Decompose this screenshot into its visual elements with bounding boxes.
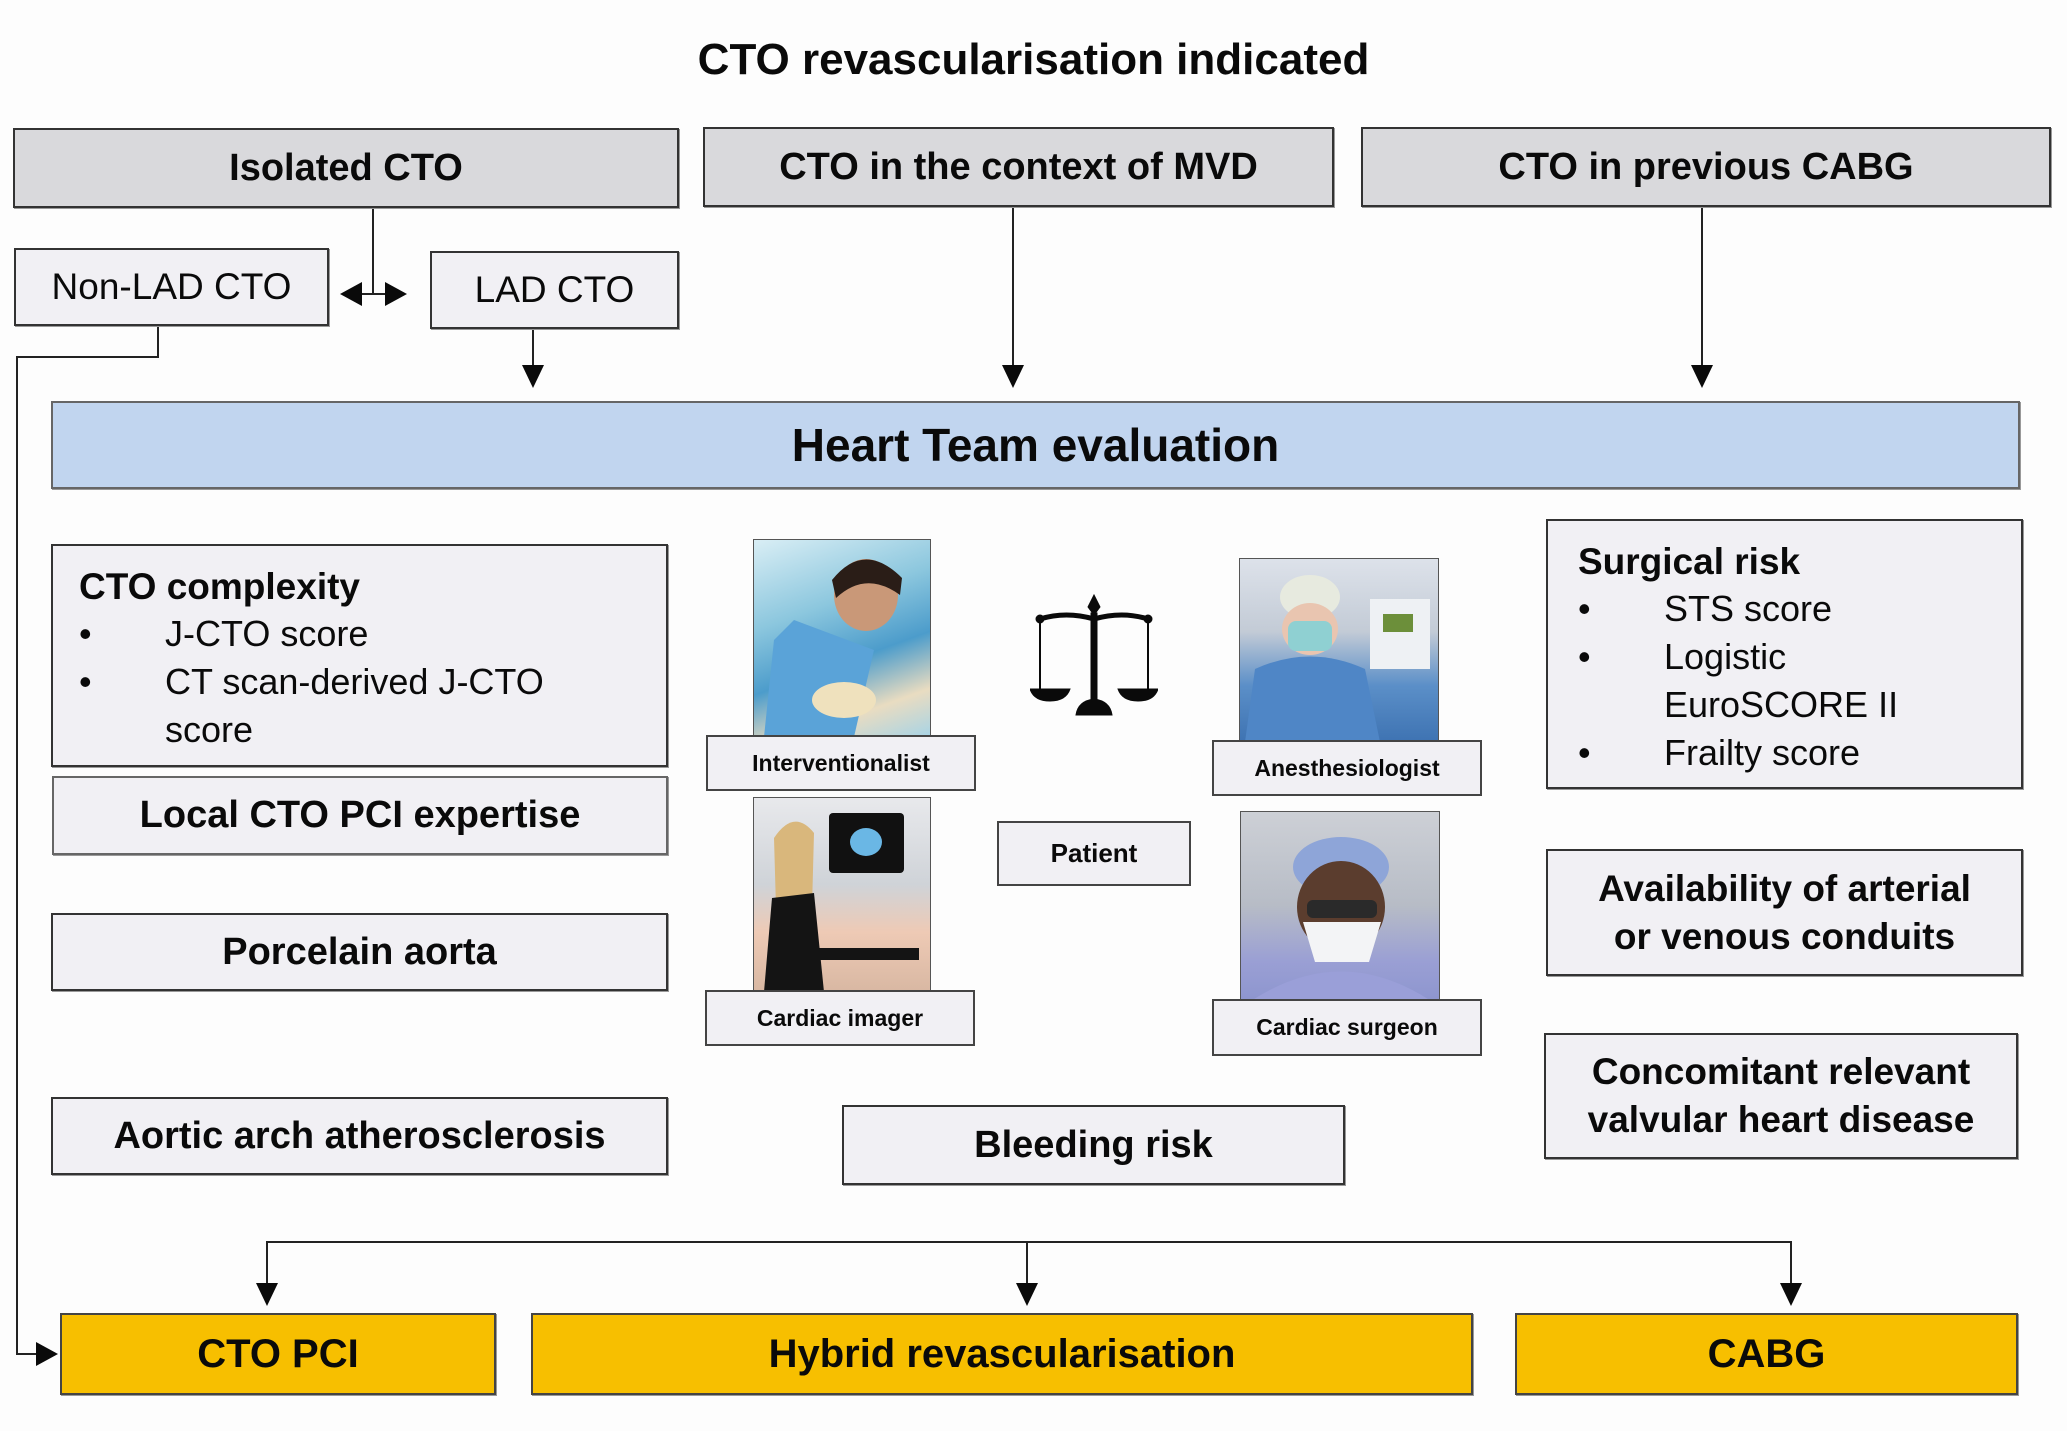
- outcome-hybrid-revascularisation: Hybrid revascularisation: [531, 1313, 1473, 1395]
- valvular-disease-box: Concomitant relevant valvular heart dise…: [1544, 1033, 2018, 1159]
- interventionalist-label: Interventionalist: [706, 735, 976, 791]
- non-lad-cto-box: Non-LAD CTO: [14, 248, 329, 326]
- cto-complexity-heading: CTO complexity: [79, 566, 361, 607]
- list-item: • Frailty score: [1578, 729, 2021, 777]
- cto-pci-side-arrow-head: [36, 1342, 58, 1366]
- conduits-line: Availability of arterial: [1598, 867, 1971, 909]
- list-item-continuation: EuroSCORE II: [1664, 684, 1899, 725]
- scenario-cto-previous-cabg: CTO in previous CABG: [1361, 127, 2051, 207]
- heart-team-label: Heart Team evaluation: [791, 419, 1280, 471]
- aortic-arch-box: Aortic arch atherosclerosis: [51, 1097, 668, 1175]
- list-item: • Logistic: [1578, 633, 2021, 681]
- lad-arrow-head: [522, 365, 544, 388]
- list-item-continuation: score: [165, 709, 254, 750]
- bullet-icon: •: [1578, 588, 1591, 629]
- list-item: • J-CTO score: [79, 610, 666, 658]
- interventionalist-figure: [764, 559, 902, 735]
- scenario-label: CTO in the context of MVD: [779, 145, 1258, 188]
- cto-complexity-box: CTO complexity • J-CTO score • CT scan-d…: [51, 544, 668, 767]
- scenario-isolated-cto: Isolated CTO: [13, 128, 679, 208]
- lad-cto-box: LAD CTO: [430, 251, 679, 329]
- non-lad-connector: [16, 325, 159, 1355]
- valvular-line: Concomitant relevant: [1591, 1051, 1971, 1092]
- bleeding-risk-box: Bleeding risk: [842, 1105, 1345, 1185]
- scales-of-justice-icon: [1030, 593, 1158, 716]
- scenario-cto-mvd: CTO in the context of MVD: [703, 127, 1334, 207]
- diagram-title: CTO revascularisation indicated: [697, 35, 1370, 84]
- heart-team-evaluation: Heart Team evaluation: [51, 401, 2020, 489]
- outcome-cabg: CABG: [1515, 1313, 2018, 1395]
- cabg-arrow-head: [1691, 365, 1713, 388]
- cardiac-imager-label: Cardiac imager: [705, 990, 975, 1046]
- mvd-arrow-head: [1002, 365, 1024, 388]
- anesthesiologist-label: Anesthesiologist: [1212, 740, 1482, 796]
- bleeding-risk-label: Bleeding risk: [974, 1123, 1213, 1166]
- conduits-box: Availability of arterial or venous condu…: [1546, 849, 2023, 976]
- local-expertise-box: Local CTO PCI expertise: [52, 776, 668, 855]
- bullet-icon: •: [1578, 732, 1591, 773]
- non-lad-label: Non-LAD CTO: [51, 266, 292, 307]
- bullet-icon: •: [79, 613, 92, 654]
- double-arrow-right-head: [385, 282, 407, 306]
- valvular-line: valvular heart disease: [1587, 1099, 1975, 1140]
- patient-box: Patient: [997, 821, 1191, 886]
- cardiac-imager-photo: [753, 797, 931, 991]
- cabg-outcome-arrow-head: [1780, 1283, 1802, 1306]
- cardiac-surgeon-figure: [1254, 837, 1428, 999]
- bullet-icon: •: [79, 661, 92, 702]
- double-arrow-left-head: [340, 282, 362, 306]
- anesthesiologist-figure: [1245, 575, 1430, 740]
- lad-label: LAD CTO: [474, 269, 635, 310]
- cardiac-surgeon-label: Cardiac surgeon: [1212, 999, 1482, 1056]
- local-expertise-label: Local CTO PCI expertise: [139, 794, 581, 836]
- interventionalist-photo: [753, 539, 931, 736]
- cto-pci-arrow-head: [256, 1283, 278, 1306]
- outcome-cto-pci: CTO PCI: [60, 1313, 496, 1395]
- cardiac-surgeon-photo: [1240, 811, 1440, 1000]
- anesthesiologist-photo: [1239, 558, 1439, 741]
- conduits-line: or venous conduits: [1613, 915, 1956, 957]
- bullet-icon: •: [1578, 636, 1591, 677]
- hybrid-arrow-head: [1016, 1283, 1038, 1306]
- list-item: • CT scan-derived J-CTO: [79, 658, 666, 706]
- surgical-risk-heading: Surgical risk: [1578, 541, 1801, 582]
- outcome-label: CABG: [1707, 1331, 1826, 1376]
- porcelain-aorta-label: Porcelain aorta: [222, 930, 497, 973]
- outcome-distributor: [266, 1241, 1792, 1304]
- list-item: • STS score: [1578, 585, 2021, 633]
- porcelain-aorta-box: Porcelain aorta: [51, 913, 668, 991]
- aortic-arch-label: Aortic arch atherosclerosis: [113, 1114, 606, 1157]
- outcome-label: CTO PCI: [197, 1331, 359, 1376]
- scenario-label: CTO in previous CABG: [1498, 145, 1914, 188]
- surgical-risk-box: Surgical risk • STS score • Logistic Eur…: [1546, 519, 2023, 789]
- cardiac-imager-figure: [764, 813, 919, 990]
- outcome-label: Hybrid revascularisation: [768, 1331, 1236, 1376]
- scenario-label: Isolated CTO: [229, 146, 463, 189]
